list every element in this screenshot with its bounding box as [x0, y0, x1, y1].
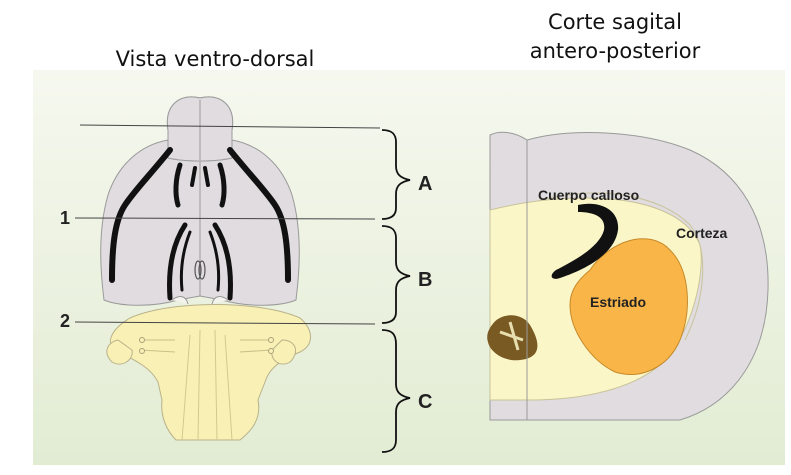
label-cortex: Corteza: [676, 225, 728, 241]
label-corpus-callosum: Cuerpo calloso: [538, 187, 639, 203]
sagittal-section: Cuerpo calloso Corteza Estriado: [487, 132, 768, 420]
cut-label-1: 1: [60, 208, 70, 228]
section-label-b: B: [418, 269, 432, 291]
section-label-c: C: [418, 391, 432, 413]
section-label-a: A: [418, 173, 432, 195]
label-striatum: Estriado: [590, 294, 646, 310]
cut-label-2: 2: [60, 311, 70, 331]
